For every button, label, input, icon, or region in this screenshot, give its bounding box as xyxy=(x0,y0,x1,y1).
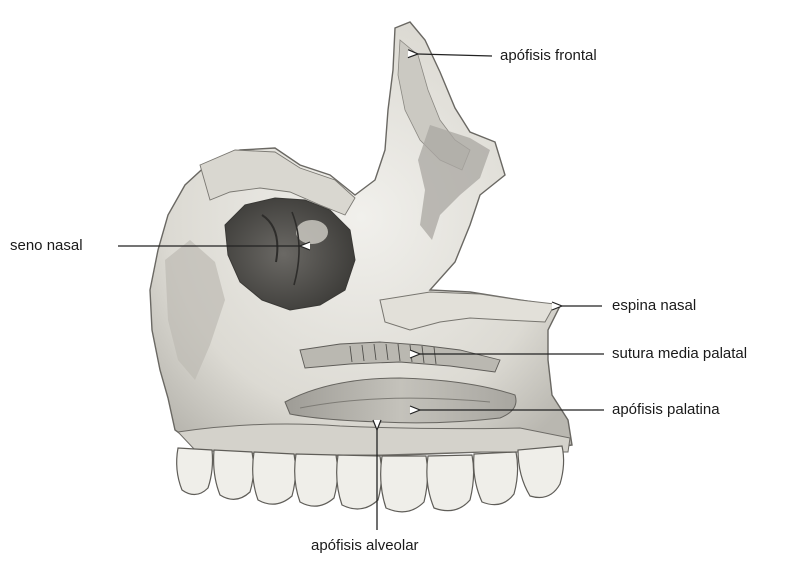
tooth xyxy=(295,454,338,506)
label-espina-nasal: espina nasal xyxy=(612,297,696,315)
alveolar-ridge xyxy=(178,424,570,455)
tooth xyxy=(474,452,518,505)
tooth xyxy=(214,450,254,499)
tooth xyxy=(253,452,296,504)
label-sutura-media-palatal: sutura media palatal xyxy=(612,345,747,363)
tooth xyxy=(427,455,474,511)
label-seno-nasal: seno nasal xyxy=(10,237,83,255)
tooth xyxy=(177,448,213,495)
tooth xyxy=(381,456,428,512)
tooth xyxy=(337,455,382,509)
label-apofisis-alveolar: apófisis alveolar xyxy=(311,537,419,555)
label-apofisis-palatina: apófisis palatina xyxy=(612,401,720,419)
label-apofisis-frontal: apófisis frontal xyxy=(500,47,597,65)
sinus-highlight xyxy=(296,220,328,244)
teeth-row xyxy=(177,446,564,512)
tooth xyxy=(518,446,564,498)
